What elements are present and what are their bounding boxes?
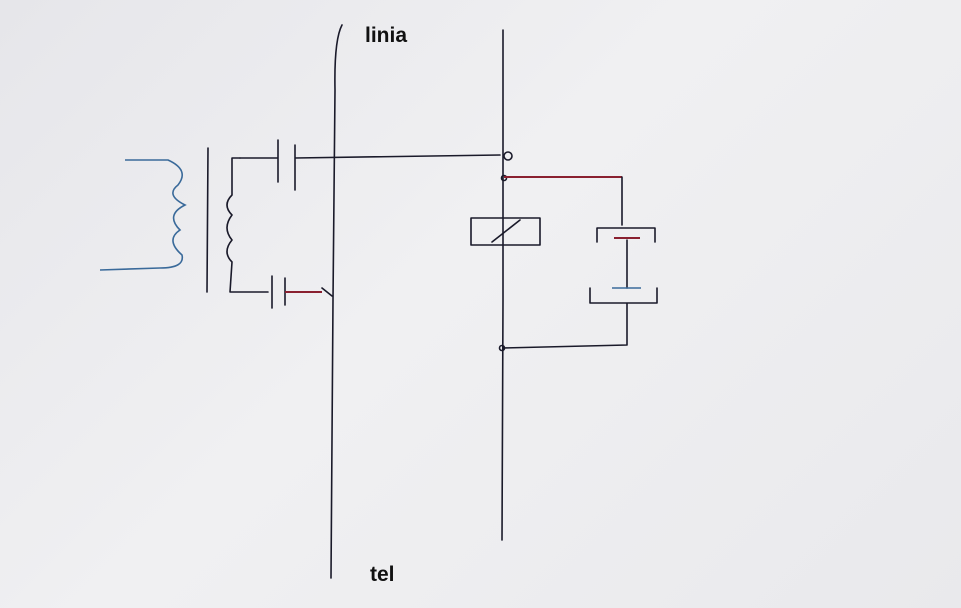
junction-node (503, 151, 513, 161)
battery-branch (502, 176, 658, 349)
transformer-core (206, 147, 209, 293)
relay-coil (470, 217, 541, 246)
secondary-coil (226, 157, 269, 293)
capacitor-top (239, 139, 501, 191)
primary-coil (99, 159, 187, 271)
line-wire-left (330, 24, 343, 579)
capacitor-bottom (271, 275, 333, 309)
transformer (99, 147, 269, 293)
label-phone: tel (370, 563, 395, 586)
line-wire-right (501, 29, 504, 541)
label-line: linia (365, 24, 408, 47)
